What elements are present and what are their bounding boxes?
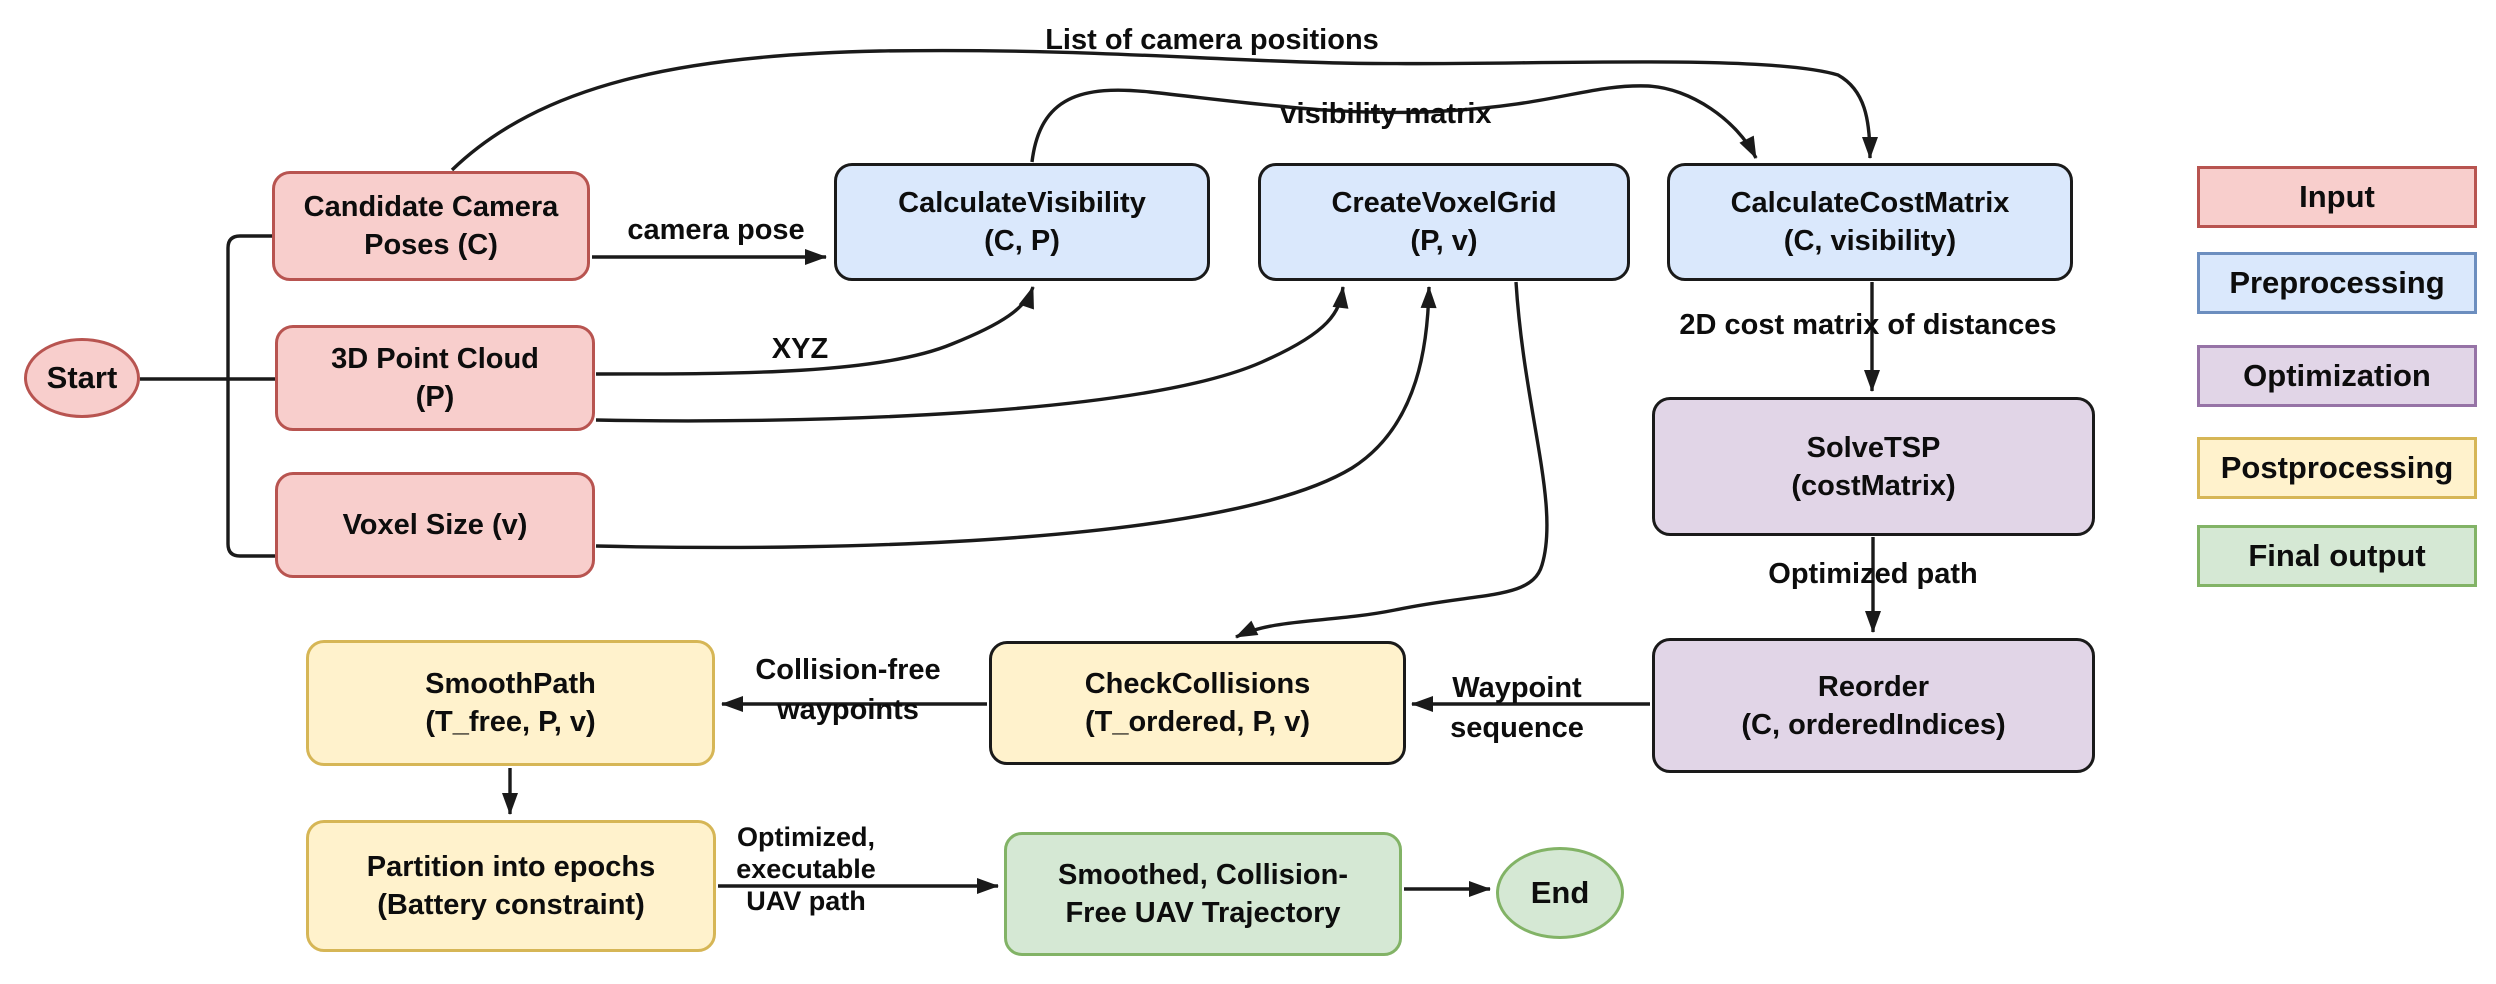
node-label: SolveTSP <box>1806 431 1941 464</box>
edge-start-to-candidate <box>226 234 273 379</box>
node-label: (Battery constraint) <box>377 889 645 921</box>
node-label: Start <box>46 360 118 395</box>
edge-label-optimized-path: Optimized path <box>1768 558 1978 590</box>
node-label: 3D Point Cloud <box>331 343 539 375</box>
edge-xyz <box>595 286 1035 376</box>
node-check-collisions: CheckCollisions (T_ordered, P, v) <box>989 641 1406 765</box>
edge-label-line: Collision-free <box>755 654 941 686</box>
node-label: (T_free, P, v) <box>425 706 596 738</box>
legend-item-final-output: Final output <box>2197 525 2477 587</box>
legend-item-preprocessing: Preprocessing <box>2197 252 2477 314</box>
node-label: CreateVoxelGrid <box>1331 187 1557 219</box>
node-label: (P, v) <box>1410 225 1478 257</box>
edge-label-visibility-matrix: visibility matrix <box>1280 98 1492 130</box>
node-label: Candidate Camera <box>303 191 559 223</box>
edge-start-to-voxel-size <box>226 379 276 558</box>
edge-label-line: waypoints <box>777 694 919 726</box>
legend-label: Postprocessing <box>2220 450 2454 485</box>
edge-label-cost-matrix: 2D cost matrix of distances <box>1679 309 2057 341</box>
node-label: (P) <box>415 381 455 413</box>
node-calculate-cost-matrix: CalculateCostMatrix (C, visibility) <box>1667 163 2073 281</box>
edge-list-of-camera-positions <box>450 48 1878 172</box>
legend-label: Input <box>2299 179 2375 214</box>
node-end: End <box>1496 847 1624 939</box>
node-label: SmoothPath <box>425 668 596 700</box>
node-solve-tsp: SolveTSP (costMatrix) <box>1652 397 2095 536</box>
edge-voxel-grid-to-check-collisions <box>1235 281 1549 639</box>
edge-label-collision-free-waypoints: Collision-free waypoints <box>755 650 940 730</box>
node-smooth-path: SmoothPath (T_free, P, v) <box>306 640 715 766</box>
node-label: CalculateCostMatrix <box>1730 187 2010 219</box>
node-point-cloud: 3D Point Cloud (P) <box>275 325 595 431</box>
edge-label-list-of-camera-positions: List of camera positions <box>1045 24 1379 56</box>
node-partition-into-epochs: Partition into epochs (Battery constrain… <box>306 820 716 952</box>
node-calculate-visibility: CalculateVisibility (C, P) <box>834 163 1210 281</box>
node-label: Smoothed, Collision- <box>1058 859 1348 891</box>
node-label: (C, orderedIndices) <box>1741 708 2006 741</box>
edge-label-xyz: XYZ <box>771 333 829 365</box>
edge-visibility-matrix <box>1030 84 1758 163</box>
edge-label-optimized-uav-path: Optimized, executable UAV path <box>736 821 876 917</box>
edge-label-line: sequence <box>1450 712 1584 744</box>
node-label: End <box>1530 875 1590 910</box>
node-reorder: Reorder (C, orderedIndices) <box>1652 638 2095 773</box>
node-voxel-size: Voxel Size (v) <box>275 472 595 578</box>
node-label: (T_ordered, P, v) <box>1084 706 1311 738</box>
node-label: CheckCollisions <box>1084 668 1311 700</box>
edge-label-line: executable <box>736 854 876 884</box>
node-label: (costMatrix) <box>1791 469 1956 502</box>
node-create-voxel-grid: CreateVoxelGrid (P, v) <box>1258 163 1630 281</box>
node-label: Partition into epochs <box>366 851 656 883</box>
edge-label-line: UAV path <box>746 886 866 916</box>
legend-item-postprocessing: Postprocessing <box>2197 437 2477 499</box>
edge-voxel-size-to-voxel-grid <box>595 286 1437 550</box>
node-label: CalculateVisibility <box>898 187 1146 219</box>
edge-label-waypoint-sequence: Waypoint sequence <box>1450 668 1584 748</box>
legend-item-input: Input <box>2197 166 2477 228</box>
legend-label: Preprocessing <box>2229 265 2445 300</box>
edge-label-line: Waypoint <box>1452 672 1582 704</box>
node-label: (C, P) <box>984 225 1060 257</box>
legend-label: Optimization <box>2243 358 2431 393</box>
node-label: Voxel Size (v) <box>342 509 528 541</box>
edge-label-line: Optimized, <box>736 822 876 852</box>
node-label: Poses (C) <box>364 229 498 261</box>
node-start: Start <box>24 338 140 418</box>
node-final-trajectory: Smoothed, Collision- Free UAV Trajectory <box>1004 832 1402 956</box>
edge-label-camera-pose: camera pose <box>627 214 805 246</box>
node-candidate-camera-poses: Candidate Camera Poses (C) <box>272 171 590 281</box>
edge-point-cloud-to-voxel-grid <box>595 286 1349 423</box>
legend-label: Final output <box>2248 538 2426 573</box>
node-label: Free UAV Trajectory <box>1065 897 1341 929</box>
legend-item-optimization: Optimization <box>2197 345 2477 407</box>
node-label: Reorder <box>1817 670 1930 703</box>
node-label: (C, visibility) <box>1783 225 1957 257</box>
